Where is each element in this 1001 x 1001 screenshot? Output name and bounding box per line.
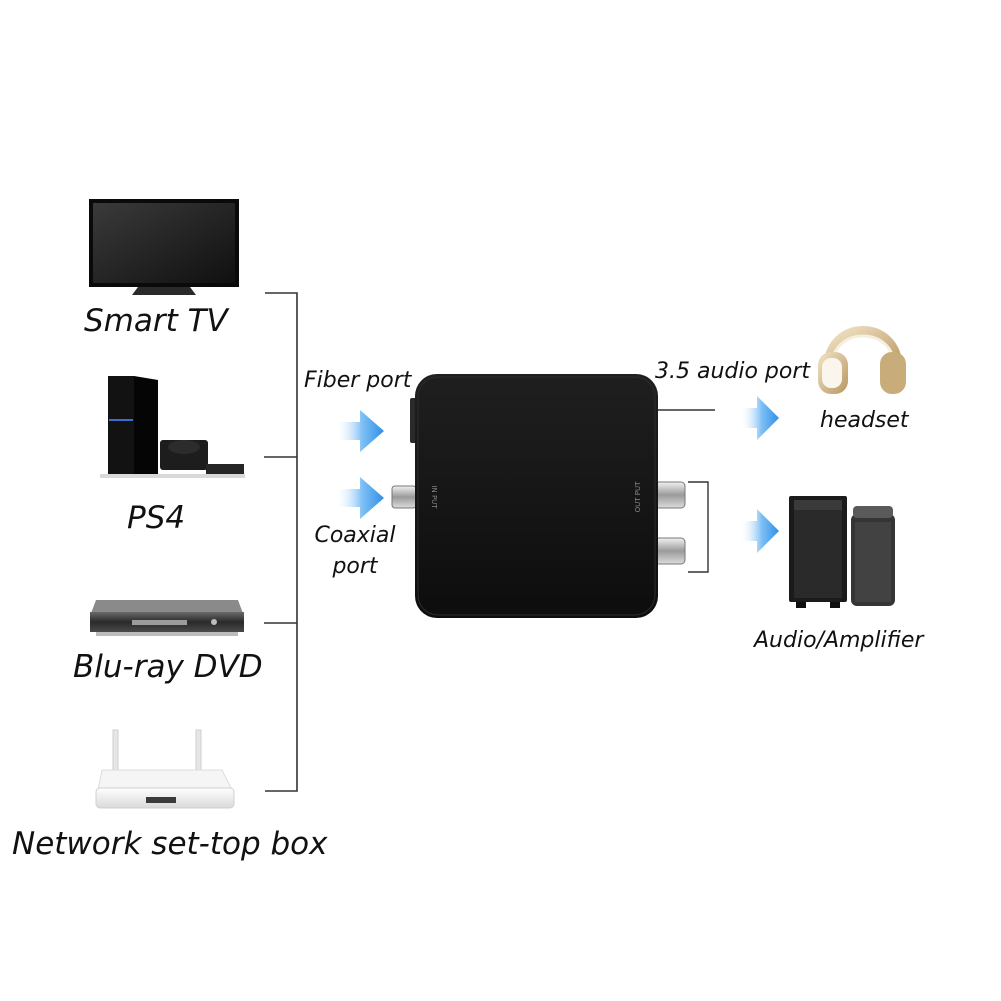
headset-output-arrow xyxy=(740,396,779,440)
network-set-top-box-icon xyxy=(95,729,235,809)
dac-converter-box: IN PUT OUT PUT xyxy=(391,374,686,618)
coaxial-input-arrow xyxy=(335,477,384,519)
headset-icon xyxy=(818,326,906,394)
ps4-console-icon xyxy=(100,376,245,478)
smart-tv-icon xyxy=(89,199,239,295)
bluray-dvd-player-icon xyxy=(90,600,244,636)
smart-tv-label: Smart TV xyxy=(84,303,228,339)
output-connectors xyxy=(658,409,715,573)
coaxial-port-label-line1: Coaxial xyxy=(314,523,396,548)
audio-amplifier-speakers-icon xyxy=(789,496,895,608)
headset-label: headset xyxy=(820,408,909,433)
bluray-dvd-label: Blu-ray DVD xyxy=(73,649,263,685)
converter-out-label: OUT PUT xyxy=(634,481,642,512)
fiber-port-label: Fiber port xyxy=(304,368,412,393)
network-set-top-box-label: Network set-top box xyxy=(12,826,328,862)
audio-port-label: 3.5 audio port xyxy=(655,359,811,384)
coaxial-port-label-line2: port xyxy=(332,554,378,579)
ps4-label: PS4 xyxy=(127,500,186,536)
source-bracket xyxy=(264,292,298,792)
fiber-input-arrow xyxy=(335,410,384,452)
converter-in-label: IN PUT xyxy=(430,485,438,509)
amplifier-output-arrow xyxy=(740,509,779,553)
audio-amplifier-label: Audio/Amplifier xyxy=(754,628,924,653)
